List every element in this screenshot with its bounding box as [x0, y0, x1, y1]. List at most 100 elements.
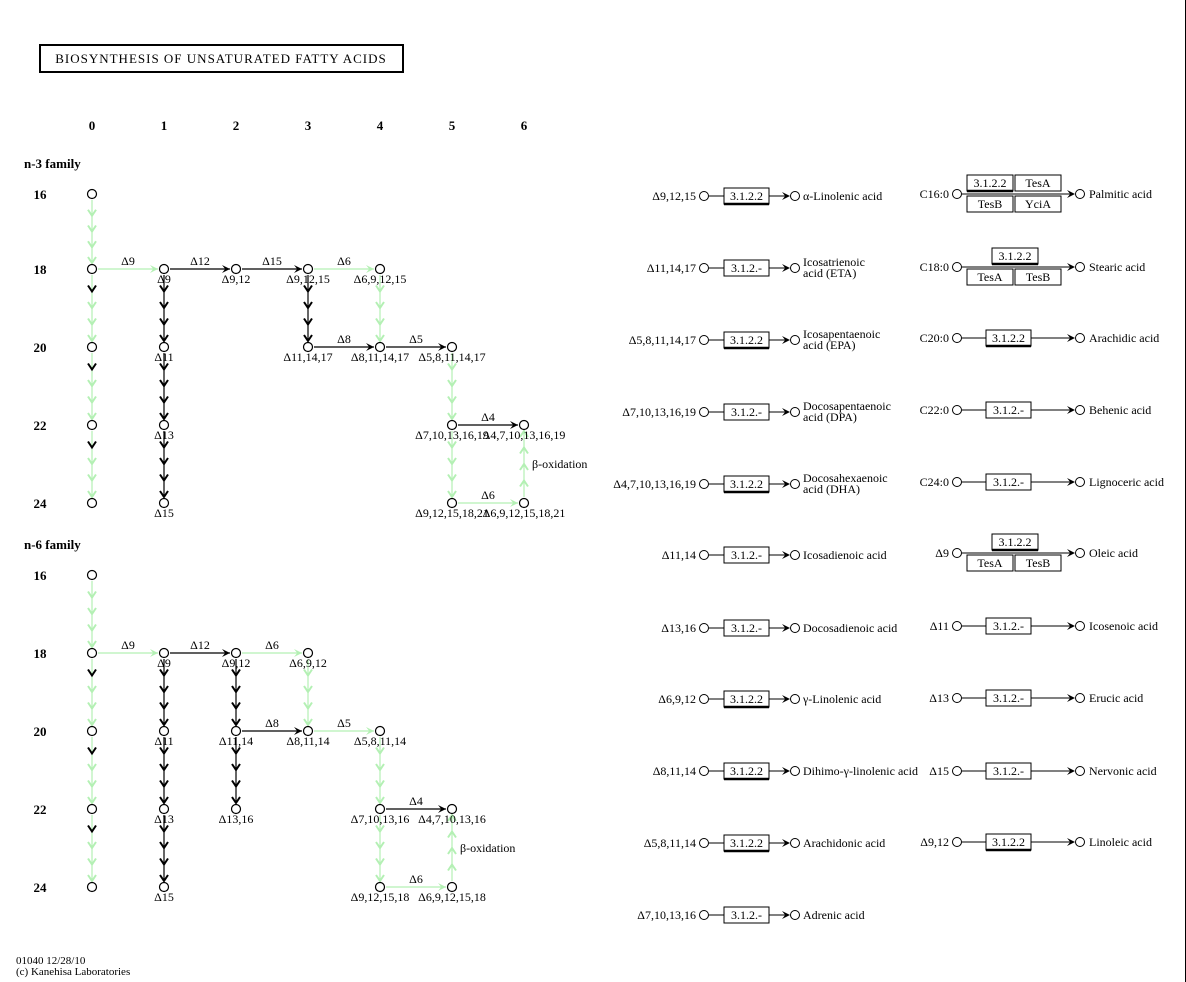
compound-node[interactable]	[86, 881, 98, 893]
compound-node[interactable]	[446, 341, 458, 353]
compound-node[interactable]	[158, 803, 170, 815]
compound-node[interactable]	[302, 725, 314, 737]
compound-node[interactable]	[230, 803, 242, 815]
compound-node[interactable]	[518, 497, 530, 509]
compound-node[interactable]	[699, 694, 709, 704]
compound-node[interactable]	[230, 725, 242, 737]
compound-node[interactable]	[952, 477, 962, 487]
compound-node[interactable]	[158, 419, 170, 431]
arrow-chevron	[87, 718, 97, 727]
compound-node[interactable]	[790, 479, 800, 489]
compound-node[interactable]	[790, 263, 800, 273]
compound-node[interactable]	[86, 263, 98, 275]
compound-node[interactable]	[158, 341, 170, 353]
compound-node[interactable]	[699, 335, 709, 345]
compound-node[interactable]	[86, 569, 98, 581]
enzyme-box[interactable]	[985, 762, 1032, 780]
compound-node[interactable]	[1075, 405, 1085, 415]
compound-node[interactable]	[446, 881, 458, 893]
compound-node[interactable]	[952, 621, 962, 631]
enzyme-box[interactable]	[985, 617, 1032, 635]
compound-node[interactable]	[952, 548, 962, 558]
enzyme-box[interactable]	[1014, 268, 1062, 286]
compound-node[interactable]	[952, 766, 962, 776]
compound-node[interactable]	[1075, 837, 1085, 847]
enzyme-box[interactable]	[1014, 174, 1062, 192]
compound-node[interactable]	[699, 263, 709, 273]
compound-node[interactable]	[86, 341, 98, 353]
product-label: Icosapentaenoic	[803, 327, 880, 341]
compound-node[interactable]	[952, 837, 962, 847]
compound-node[interactable]	[374, 725, 386, 737]
compound-node[interactable]	[86, 647, 98, 659]
compound-node[interactable]	[446, 497, 458, 509]
compound-node[interactable]	[1075, 189, 1085, 199]
compound-node[interactable]	[158, 881, 170, 893]
compound-node[interactable]	[1075, 333, 1085, 343]
compound-node[interactable]	[86, 497, 98, 509]
enzyme-box[interactable]	[966, 195, 1014, 213]
compound-node[interactable]	[790, 191, 800, 201]
enzyme-box[interactable]	[1014, 554, 1062, 572]
compound-node[interactable]	[699, 838, 709, 848]
compound-node[interactable]	[790, 694, 800, 704]
compound-node[interactable]	[699, 407, 709, 417]
enzyme-box[interactable]	[966, 268, 1014, 286]
compound-node[interactable]	[952, 693, 962, 703]
compound-node[interactable]	[230, 647, 242, 659]
compound-node[interactable]	[86, 725, 98, 737]
compound-node[interactable]	[158, 497, 170, 509]
enzyme-box[interactable]	[723, 403, 770, 421]
compound-node[interactable]	[230, 263, 242, 275]
enzyme-box[interactable]	[1014, 195, 1062, 213]
compound-node[interactable]	[158, 647, 170, 659]
compound-node[interactable]	[1075, 548, 1085, 558]
compound-node[interactable]	[86, 419, 98, 431]
compound-node[interactable]	[446, 803, 458, 815]
enzyme-box[interactable]	[723, 619, 770, 637]
compound-node[interactable]	[790, 335, 800, 345]
compound-node[interactable]	[446, 419, 458, 431]
arrow-chevron	[87, 490, 97, 499]
compound-node[interactable]	[1075, 262, 1085, 272]
compound-node[interactable]	[790, 910, 800, 920]
enzyme-box[interactable]	[723, 906, 770, 924]
compound-node[interactable]	[86, 803, 98, 815]
enzyme-box[interactable]	[966, 554, 1014, 572]
enzyme-box[interactable]	[723, 546, 770, 564]
compound-node[interactable]	[158, 263, 170, 275]
enzyme-box[interactable]	[985, 401, 1032, 419]
compound-node[interactable]	[699, 623, 709, 633]
compound-node[interactable]	[518, 419, 530, 431]
compound-node[interactable]	[699, 191, 709, 201]
compound-node[interactable]	[790, 766, 800, 776]
compound-node[interactable]	[158, 725, 170, 737]
compound-node[interactable]	[790, 407, 800, 417]
compound-node[interactable]	[790, 550, 800, 560]
compound-node[interactable]	[1075, 766, 1085, 776]
compound-node[interactable]	[374, 803, 386, 815]
compound-node[interactable]	[302, 263, 314, 275]
compound-node[interactable]	[1075, 477, 1085, 487]
compound-node[interactable]	[1075, 693, 1085, 703]
compound-node[interactable]	[86, 188, 98, 200]
compound-node[interactable]	[952, 262, 962, 272]
compound-node[interactable]	[699, 910, 709, 920]
compound-node[interactable]	[952, 189, 962, 199]
compound-node[interactable]	[374, 881, 386, 893]
compound-node[interactable]	[302, 647, 314, 659]
compound-node[interactable]	[699, 479, 709, 489]
compound-node[interactable]	[699, 766, 709, 776]
compound-node[interactable]	[1075, 621, 1085, 631]
compound-node[interactable]	[790, 623, 800, 633]
enzyme-box[interactable]	[723, 259, 770, 277]
compound-node[interactable]	[952, 405, 962, 415]
compound-node[interactable]	[699, 550, 709, 560]
compound-node[interactable]	[374, 341, 386, 353]
compound-node[interactable]	[374, 263, 386, 275]
compound-node[interactable]	[302, 341, 314, 353]
enzyme-box[interactable]	[985, 689, 1032, 707]
compound-node[interactable]	[790, 838, 800, 848]
compound-node[interactable]	[952, 333, 962, 343]
enzyme-box[interactable]	[985, 473, 1032, 491]
